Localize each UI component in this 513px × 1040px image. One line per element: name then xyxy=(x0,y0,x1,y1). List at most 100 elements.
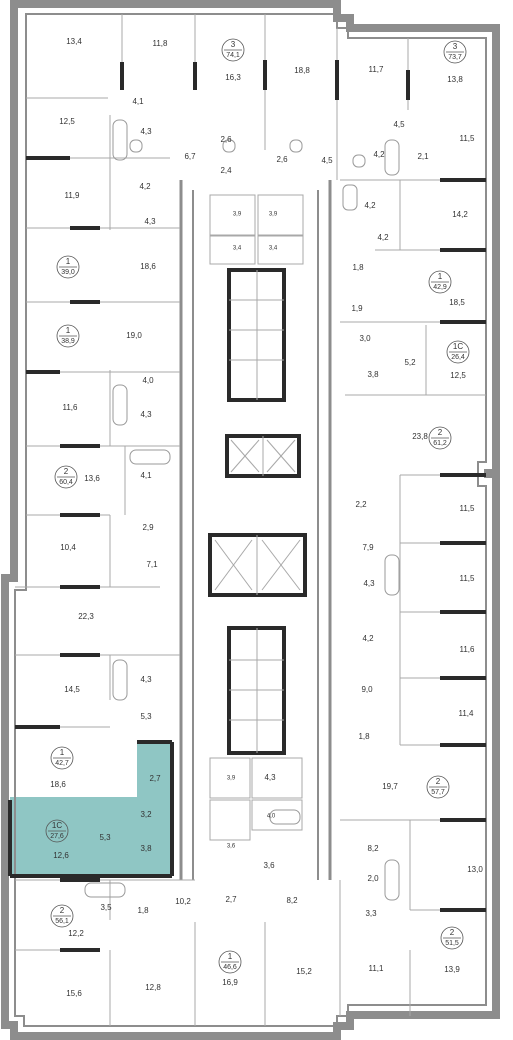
apartment-area: 60,4 xyxy=(59,479,73,486)
room-area-label: 13,0 xyxy=(467,865,483,874)
room-area-label: 4,0 xyxy=(267,814,276,820)
room-area-label: 12,5 xyxy=(59,117,75,126)
room-area-label: 3,4 xyxy=(269,246,278,252)
room-area-label: 11,6 xyxy=(63,403,79,412)
room-area-label: 3,4 xyxy=(233,246,242,252)
room-area-label: 15,6 xyxy=(66,989,82,998)
room-area-label: 19,0 xyxy=(126,331,142,340)
room-area-label: 4,5 xyxy=(393,120,405,129)
room-area-label: 4,2 xyxy=(362,634,374,643)
bathroom-fixtures xyxy=(84,119,400,901)
room-area-label: 4,3 xyxy=(144,217,156,226)
apartment-badge[interactable]: 146,6 xyxy=(218,950,242,974)
apartment-area: 74,1 xyxy=(226,52,240,59)
room-area-label: 5,3 xyxy=(99,833,111,842)
room-area-label: 4,3 xyxy=(264,773,276,782)
room-area-label: 23,8 xyxy=(412,432,428,441)
room-area-label: 2,6 xyxy=(220,135,232,144)
room-area-label: 16,9 xyxy=(222,978,238,987)
building-outline xyxy=(1,0,500,1040)
room-area-label: 4,2 xyxy=(377,233,389,242)
apartment-badge[interactable]: 256,1 xyxy=(50,904,74,928)
room-area-label: 13,4 xyxy=(66,37,82,46)
room-area-label: 2,2 xyxy=(355,500,367,509)
room-area-label: 13,8 xyxy=(447,75,463,84)
room-area-label: 3,8 xyxy=(367,370,379,379)
right-partitions xyxy=(194,28,486,1026)
room-area-label: 2,7 xyxy=(149,774,161,783)
room-area-label: 18,5 xyxy=(449,298,465,307)
room-area-label: 11,6 xyxy=(460,645,476,654)
room-area-label: 1,8 xyxy=(352,263,364,272)
room-area-label: 2,6 xyxy=(276,155,288,164)
room-area-label: 12,5 xyxy=(450,371,466,380)
room-area-label: 15,2 xyxy=(296,967,312,976)
room-area-label: 9,0 xyxy=(361,685,373,694)
room-area-label: 3,5 xyxy=(100,903,112,912)
room-area-label: 4,3 xyxy=(363,579,375,588)
room-area-label: 8,2 xyxy=(286,896,298,905)
apartment-badge[interactable]: 1С 26,4 xyxy=(446,340,470,364)
room-area-label: 4,2 xyxy=(373,150,385,159)
room-area-label: 4,1 xyxy=(132,97,144,106)
room-area-label: 2,4 xyxy=(220,166,232,175)
apartment-area: 51,5 xyxy=(445,940,459,947)
room-area-label: 18,8 xyxy=(294,66,310,75)
apartment-badge-circle xyxy=(443,40,467,64)
room-area-label: 13,6 xyxy=(84,474,100,483)
room-area-label: 1,9 xyxy=(351,304,363,313)
highlighted-apartment-area[interactable] xyxy=(10,742,172,876)
room-area-label: 6,7 xyxy=(184,152,196,161)
apartment-badge-circle xyxy=(45,819,69,843)
apartment-badge-circle xyxy=(426,775,450,799)
apartment-badge-circle xyxy=(56,255,80,279)
room-area-label: 11,5 xyxy=(460,574,476,583)
apartment-rooms: 1 xyxy=(438,272,443,281)
apartment-rooms: 1С xyxy=(453,342,463,351)
apartment-rooms: 2 xyxy=(438,428,443,437)
apartment-area: 46,6 xyxy=(223,964,237,971)
apartment-area: 57,7 xyxy=(431,789,445,796)
apartment-badge[interactable]: 138,9 xyxy=(56,324,80,348)
room-area-label: 3,2 xyxy=(140,810,152,819)
room-area-label: 10,4 xyxy=(60,543,76,552)
room-area-label: 4,3 xyxy=(140,675,152,684)
apartment-area: 26,4 xyxy=(451,354,465,361)
room-area-label: 4,0 xyxy=(142,376,154,385)
apartment-badge[interactable]: 374,1 xyxy=(221,38,245,62)
corridor-walls xyxy=(179,180,332,880)
apartment-badge[interactable]: 142,7 xyxy=(50,746,74,770)
apartment-rooms: 2 xyxy=(450,928,455,937)
room-area-label: 3,9 xyxy=(227,776,236,782)
apartment-rooms: 1 xyxy=(66,257,71,266)
room-area-label: 2,9 xyxy=(142,523,154,532)
room-area-label: 4,3 xyxy=(140,410,152,419)
apartment-rooms: 3 xyxy=(231,40,236,49)
room-area-label: 3,6 xyxy=(227,844,236,850)
apartment-rooms: 3 xyxy=(453,42,458,51)
room-area-label: 11,5 xyxy=(460,504,476,513)
apartment-badge[interactable]: 261,2 xyxy=(428,426,452,450)
apartment-area: 73,7 xyxy=(448,54,462,61)
building-core xyxy=(208,194,307,841)
room-area-label: 4,2 xyxy=(139,182,151,191)
room-area-label: 11,9 xyxy=(65,191,81,200)
apartment-badge[interactable]: 142,9 xyxy=(428,270,452,294)
room-area-label: 3,8 xyxy=(140,844,152,853)
apartment-rooms: 1 xyxy=(60,748,65,757)
apartment-badge[interactable]: 257,7 xyxy=(426,775,450,799)
room-area-label: 11,7 xyxy=(369,65,385,74)
room-area-label: 16,3 xyxy=(225,73,241,82)
apartment-badge[interactable]: 373,7 xyxy=(443,40,467,64)
apartment-badge[interactable]: 260,4 xyxy=(54,465,78,489)
room-area-label: 3,3 xyxy=(365,909,377,918)
room-area-label: 13,9 xyxy=(444,965,460,974)
room-area-label: 14,5 xyxy=(64,685,80,694)
room-area-label: 4,2 xyxy=(364,201,376,210)
apartment-rooms: 1 xyxy=(66,326,71,335)
room-area-label: 1,8 xyxy=(137,906,149,915)
apartment-badge[interactable]: 251,5 xyxy=(440,926,464,950)
apartment-badge[interactable]: 139,0 xyxy=(56,255,80,279)
